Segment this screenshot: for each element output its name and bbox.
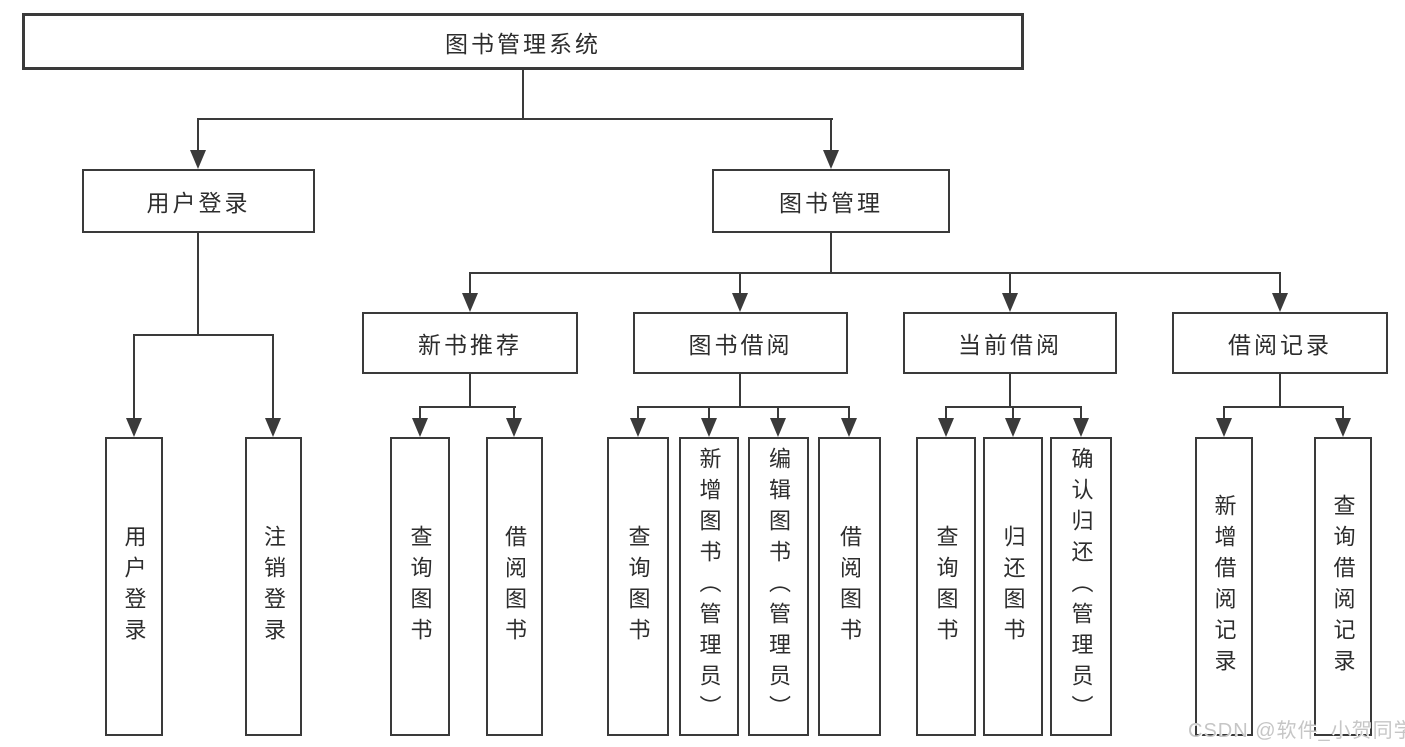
- arrowhead-down-icon: [841, 418, 857, 437]
- leaf-label: 用户登录: [121, 524, 147, 649]
- leaf-query-borrow-record: 查询借阅记录: [1314, 437, 1372, 736]
- leaf-label: 新增图书（管理员）: [696, 447, 722, 726]
- connector-line: [272, 334, 274, 419]
- leaf-borrow-books-borrowing: 借阅图书: [818, 437, 881, 736]
- leaf-query-books-borrowing: 查询图书: [607, 437, 669, 736]
- node-borrowing-records: 借阅记录: [1172, 312, 1388, 374]
- arrowhead-down-icon: [770, 418, 786, 437]
- arrowhead-down-icon: [462, 293, 478, 312]
- arrowhead-down-icon: [265, 418, 281, 437]
- leaf-add-borrow-record: 新增借阅记录: [1195, 437, 1253, 736]
- leaf-label: 借阅图书: [502, 524, 528, 649]
- connector-line: [1342, 406, 1344, 419]
- leaf-query-books-current: 查询图书: [916, 437, 976, 736]
- leaf-label: 归还图书: [1000, 524, 1026, 649]
- connector-line: [637, 406, 639, 419]
- arrowhead-down-icon: [630, 418, 646, 437]
- node-user-login: 用户登录: [82, 169, 315, 233]
- arrowhead-down-icon: [823, 150, 839, 169]
- node-new-book-recommendation: 新书推荐: [362, 312, 578, 374]
- connector-line: [637, 406, 850, 408]
- connector-line: [133, 334, 135, 419]
- connector-line: [522, 70, 524, 120]
- leaf-borrow-books-recommend: 借阅图书: [486, 437, 543, 736]
- connector-line: [1012, 406, 1014, 419]
- leaf-user-login: 用户登录: [105, 437, 163, 736]
- leaf-label: 注销登录: [261, 524, 287, 649]
- leaf-label: 查询图书: [407, 524, 433, 649]
- connector-line: [1009, 374, 1011, 408]
- connector-line: [1223, 406, 1225, 419]
- node-current-borrowing: 当前借阅: [903, 312, 1117, 374]
- leaf-label: 新增借阅记录: [1211, 493, 1237, 680]
- arrowhead-down-icon: [701, 418, 717, 437]
- node-library-management-system: 图书管理系统: [22, 13, 1024, 70]
- connector-line: [419, 406, 421, 419]
- arrowhead-down-icon: [1002, 293, 1018, 312]
- leaf-label: 编辑图书（管理员）: [766, 447, 792, 726]
- connector-line: [945, 406, 947, 419]
- connector-line: [830, 118, 832, 151]
- leaf-add-books-admin: 新增图书（管理员）: [679, 437, 739, 736]
- connector-line: [1279, 272, 1281, 294]
- arrowhead-down-icon: [1216, 418, 1232, 437]
- arrowhead-down-icon: [506, 418, 522, 437]
- leaf-logout: 注销登录: [245, 437, 302, 736]
- node-book-management: 图书管理: [712, 169, 950, 233]
- leaf-confirm-return-admin: 确认归还（管理员）: [1050, 437, 1112, 736]
- leaf-label: 查询借阅记录: [1330, 493, 1356, 680]
- leaf-return-books: 归还图书: [983, 437, 1043, 736]
- leaf-label: 确认归还（管理员）: [1068, 447, 1094, 726]
- connector-line: [1279, 374, 1281, 408]
- connector-line: [848, 406, 850, 419]
- arrowhead-down-icon: [938, 418, 954, 437]
- arrowhead-down-icon: [1335, 418, 1351, 437]
- node-book-borrowing: 图书借阅: [633, 312, 848, 374]
- arrowhead-down-icon: [1073, 418, 1089, 437]
- connector-line: [469, 272, 1281, 274]
- connector-line: [469, 374, 471, 408]
- connector-line: [739, 374, 741, 408]
- leaf-edit-books-admin: 编辑图书（管理员）: [748, 437, 809, 736]
- connector-line: [197, 118, 199, 151]
- connector-line: [739, 272, 741, 294]
- arrowhead-down-icon: [732, 293, 748, 312]
- arrowhead-down-icon: [412, 418, 428, 437]
- connector-line: [1009, 272, 1011, 294]
- arrowhead-down-icon: [190, 150, 206, 169]
- leaf-query-books-recommend: 查询图书: [390, 437, 450, 736]
- connector-line: [419, 406, 516, 408]
- connector-line: [830, 233, 832, 274]
- leaf-label: 借阅图书: [837, 524, 863, 649]
- connector-line: [1080, 406, 1082, 419]
- connector-line: [513, 406, 515, 419]
- connector-line: [1223, 406, 1344, 408]
- connector-line: [133, 334, 274, 336]
- connector-line: [777, 406, 779, 419]
- arrowhead-down-icon: [1005, 418, 1021, 437]
- connector-line: [708, 406, 710, 419]
- connector-line: [197, 233, 199, 336]
- connector-line: [197, 118, 833, 120]
- connector-line: [469, 272, 471, 294]
- leaf-label: 查询图书: [625, 524, 651, 649]
- csdn-watermark: CSDN @软件_小贺同学: [1188, 720, 1405, 742]
- arrowhead-down-icon: [1272, 293, 1288, 312]
- arrowhead-down-icon: [126, 418, 142, 437]
- leaf-label: 查询图书: [933, 524, 959, 649]
